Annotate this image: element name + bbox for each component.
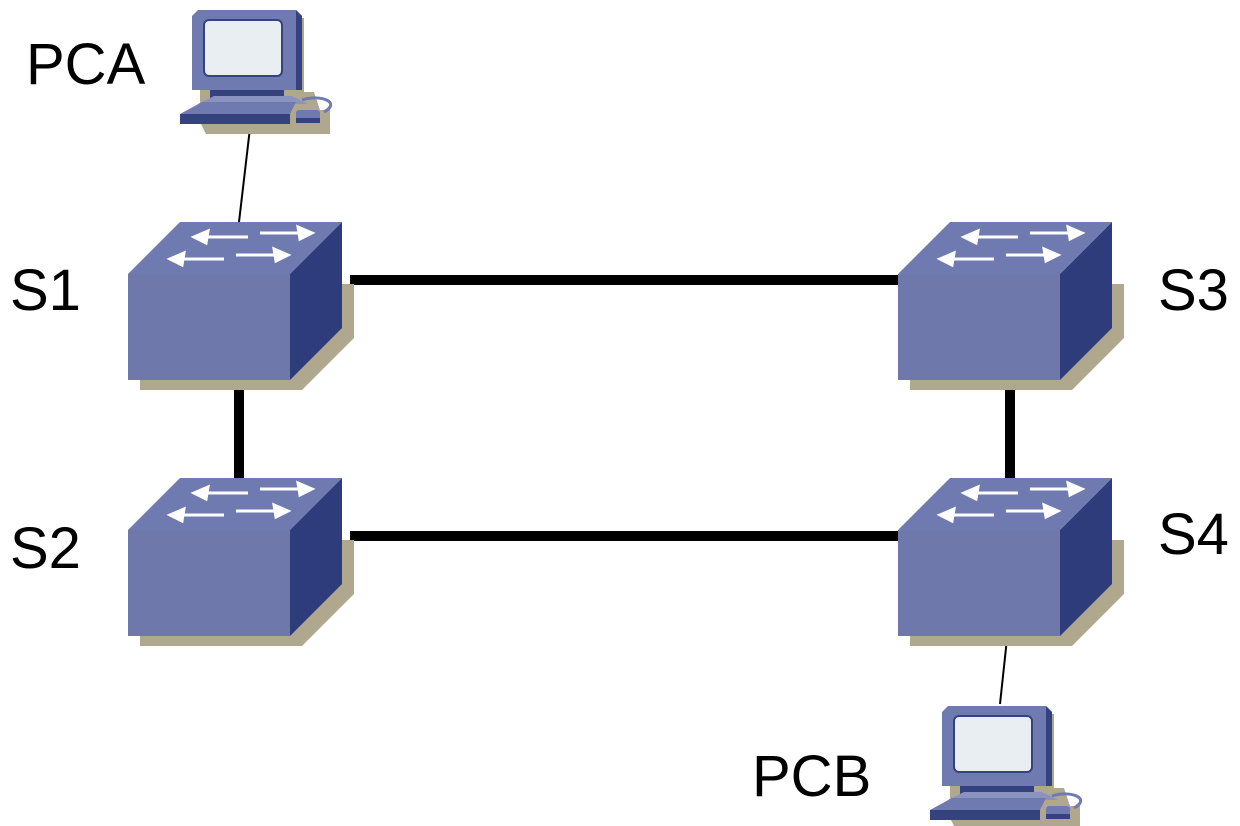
- label-s3: S3: [1158, 258, 1229, 323]
- switch-s2-icon: [126, 476, 356, 648]
- label-s1: S1: [10, 258, 81, 323]
- label-s2: S2: [10, 516, 81, 581]
- switch-s3-icon: [896, 220, 1126, 392]
- label-pcb: PCB: [752, 744, 872, 809]
- switch-s4-icon: [896, 476, 1126, 648]
- label-s4: S4: [1158, 502, 1229, 567]
- label-pca: PCA: [26, 32, 146, 97]
- pc-pca-icon: [178, 8, 333, 136]
- link-pca-s1: [238, 127, 251, 223]
- pc-pcb-icon: [928, 704, 1083, 826]
- switch-s1-icon: [126, 220, 356, 392]
